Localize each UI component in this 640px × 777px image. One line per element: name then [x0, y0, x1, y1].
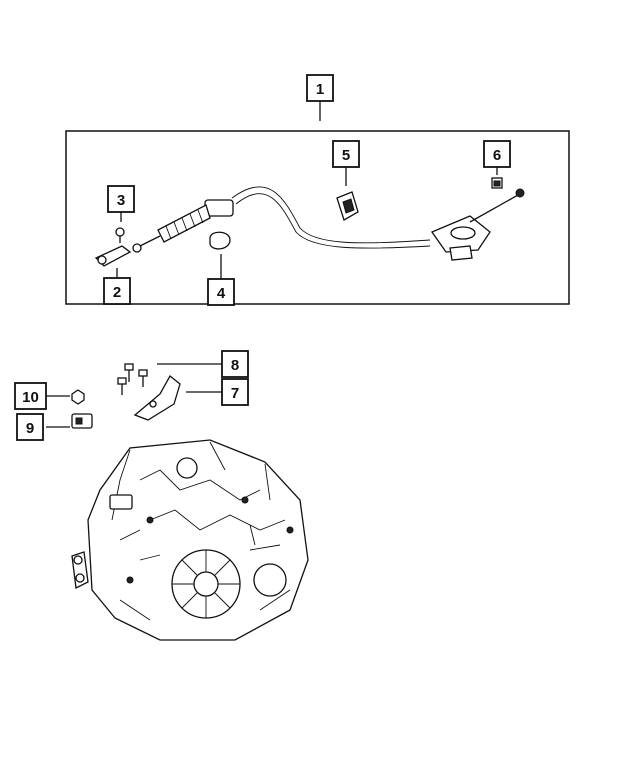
callout-4: 4 [207, 278, 235, 306]
callout-1: 1 [306, 74, 334, 102]
callout-8-label: 8 [231, 357, 239, 374]
sensor-part [71, 413, 93, 429]
callout-9: 9 [16, 413, 44, 441]
callout-7-label: 7 [231, 385, 239, 402]
small-retainer-part [491, 177, 503, 189]
transmission-illustration [71, 439, 309, 641]
callout-5-label: 5 [342, 147, 350, 164]
bracket-part [133, 375, 181, 421]
callout-6-label: 6 [493, 147, 501, 164]
callout-6: 6 [483, 140, 511, 168]
gearshift-cable [132, 186, 525, 261]
retainer-part [336, 191, 359, 221]
clip-part [209, 231, 231, 250]
cable-assembly-frame [65, 130, 570, 305]
callout-10-label: 10 [22, 389, 39, 406]
callout-3: 3 [107, 185, 135, 213]
screw-part [115, 227, 125, 243]
cable-bushing-part [94, 245, 132, 267]
bolts-part [117, 363, 148, 395]
callout-10: 10 [14, 382, 47, 410]
callout-7: 7 [221, 378, 249, 406]
callout-1-label: 1 [316, 81, 324, 98]
callout-9-label: 9 [26, 420, 34, 437]
nut-part [71, 389, 85, 405]
callout-8: 8 [221, 350, 249, 378]
callout-2-label: 2 [113, 284, 121, 301]
callout-4-label: 4 [217, 285, 226, 302]
callout-5: 5 [332, 140, 360, 168]
callout-3-label: 3 [117, 192, 125, 209]
callout-2: 2 [103, 277, 131, 305]
